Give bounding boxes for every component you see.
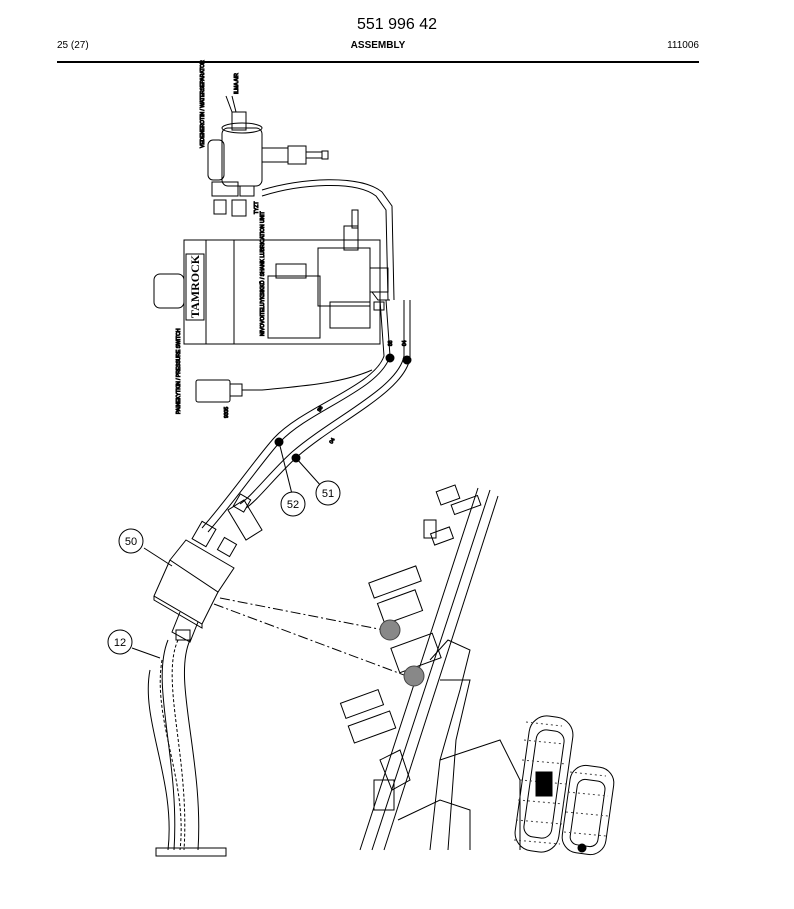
hose-04 <box>239 300 411 509</box>
svg-text:12: 12 <box>114 637 126 649</box>
pressure-switch <box>195 369 373 403</box>
code-9305-label: 9305 <box>224 407 230 418</box>
lubrication-unit-label: NIVOVOITELUYKSIKKÖ / SHANK LUBRICATION U… <box>259 211 266 336</box>
tyzt-label: TYZT <box>254 202 260 215</box>
pressure-switch-label: PAINEKYTKIN / PRESSURE SWITCH <box>176 328 182 414</box>
date-code: 111006 <box>667 40 699 51</box>
callout-12: 12 <box>107 629 133 655</box>
page-number: 25 (27) <box>57 40 89 51</box>
callout-50: 50 <box>118 528 144 554</box>
callout-52: 52 <box>280 491 306 517</box>
doc-number: 551 996 42 <box>356 16 438 33</box>
svg-text:50: 50 <box>125 536 137 548</box>
junction-dot <box>385 353 395 363</box>
hose-label: 04 <box>329 437 337 445</box>
hose-label: 88 <box>388 340 394 346</box>
svg-text:52: 52 <box>287 499 299 511</box>
air-label: ILMA AIR <box>234 73 240 94</box>
header-row: 25 (27) ASSEMBLY 111006 <box>57 40 699 56</box>
junction-dot <box>402 355 412 365</box>
hose-12 <box>147 639 227 857</box>
hose-label: 88 <box>317 405 325 413</box>
lubrication-unit <box>153 209 390 345</box>
connector-block <box>153 493 263 643</box>
svg-text:51: 51 <box>322 488 334 500</box>
callout-51: 51 <box>315 480 341 506</box>
section-title: ASSEMBLY <box>350 40 406 51</box>
water-separator <box>207 95 329 217</box>
drill-rig <box>339 484 615 856</box>
brand-label: TAMROCK <box>188 254 202 318</box>
hose-88 <box>201 299 391 533</box>
hose-label: 04 <box>402 340 408 346</box>
water-separator-label: VEDENEROTIN / WATERSEPARATOR <box>200 60 206 148</box>
header-rule <box>57 61 699 63</box>
